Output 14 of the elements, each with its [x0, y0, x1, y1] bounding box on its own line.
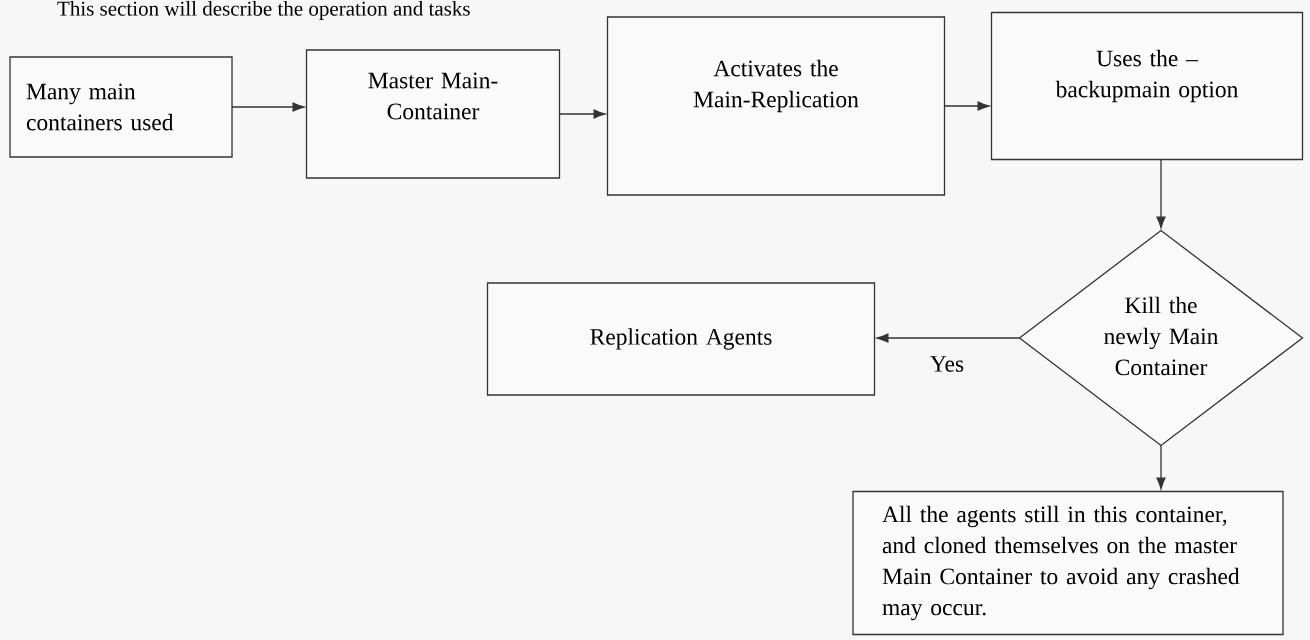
- arrow: [943, 101, 990, 111]
- edge-label: Yes: [930, 356, 964, 372]
- process-box: Activates the Main-Replication: [606, 16, 946, 196]
- heading: This section will describe the operation and tasks: [57, 1, 470, 21]
- process-box: Many main containers used: [9, 56, 233, 158]
- arrow: [876, 333, 1021, 343]
- process-box: Replication Agents: [486, 282, 876, 396]
- process-box: Master Main-Container: [305, 49, 561, 179]
- process-box: All the agents still in this container, and cloned themselves on the master Main Container to avoid any crashed may occur.: [852, 490, 1284, 636]
- arrow: [231, 102, 305, 112]
- arrow: [1156, 444, 1166, 490]
- arrow: [1156, 158, 1166, 229]
- process-box: Uses the –backupmain option: [990, 11, 1304, 161]
- arrow: [558, 109, 606, 119]
